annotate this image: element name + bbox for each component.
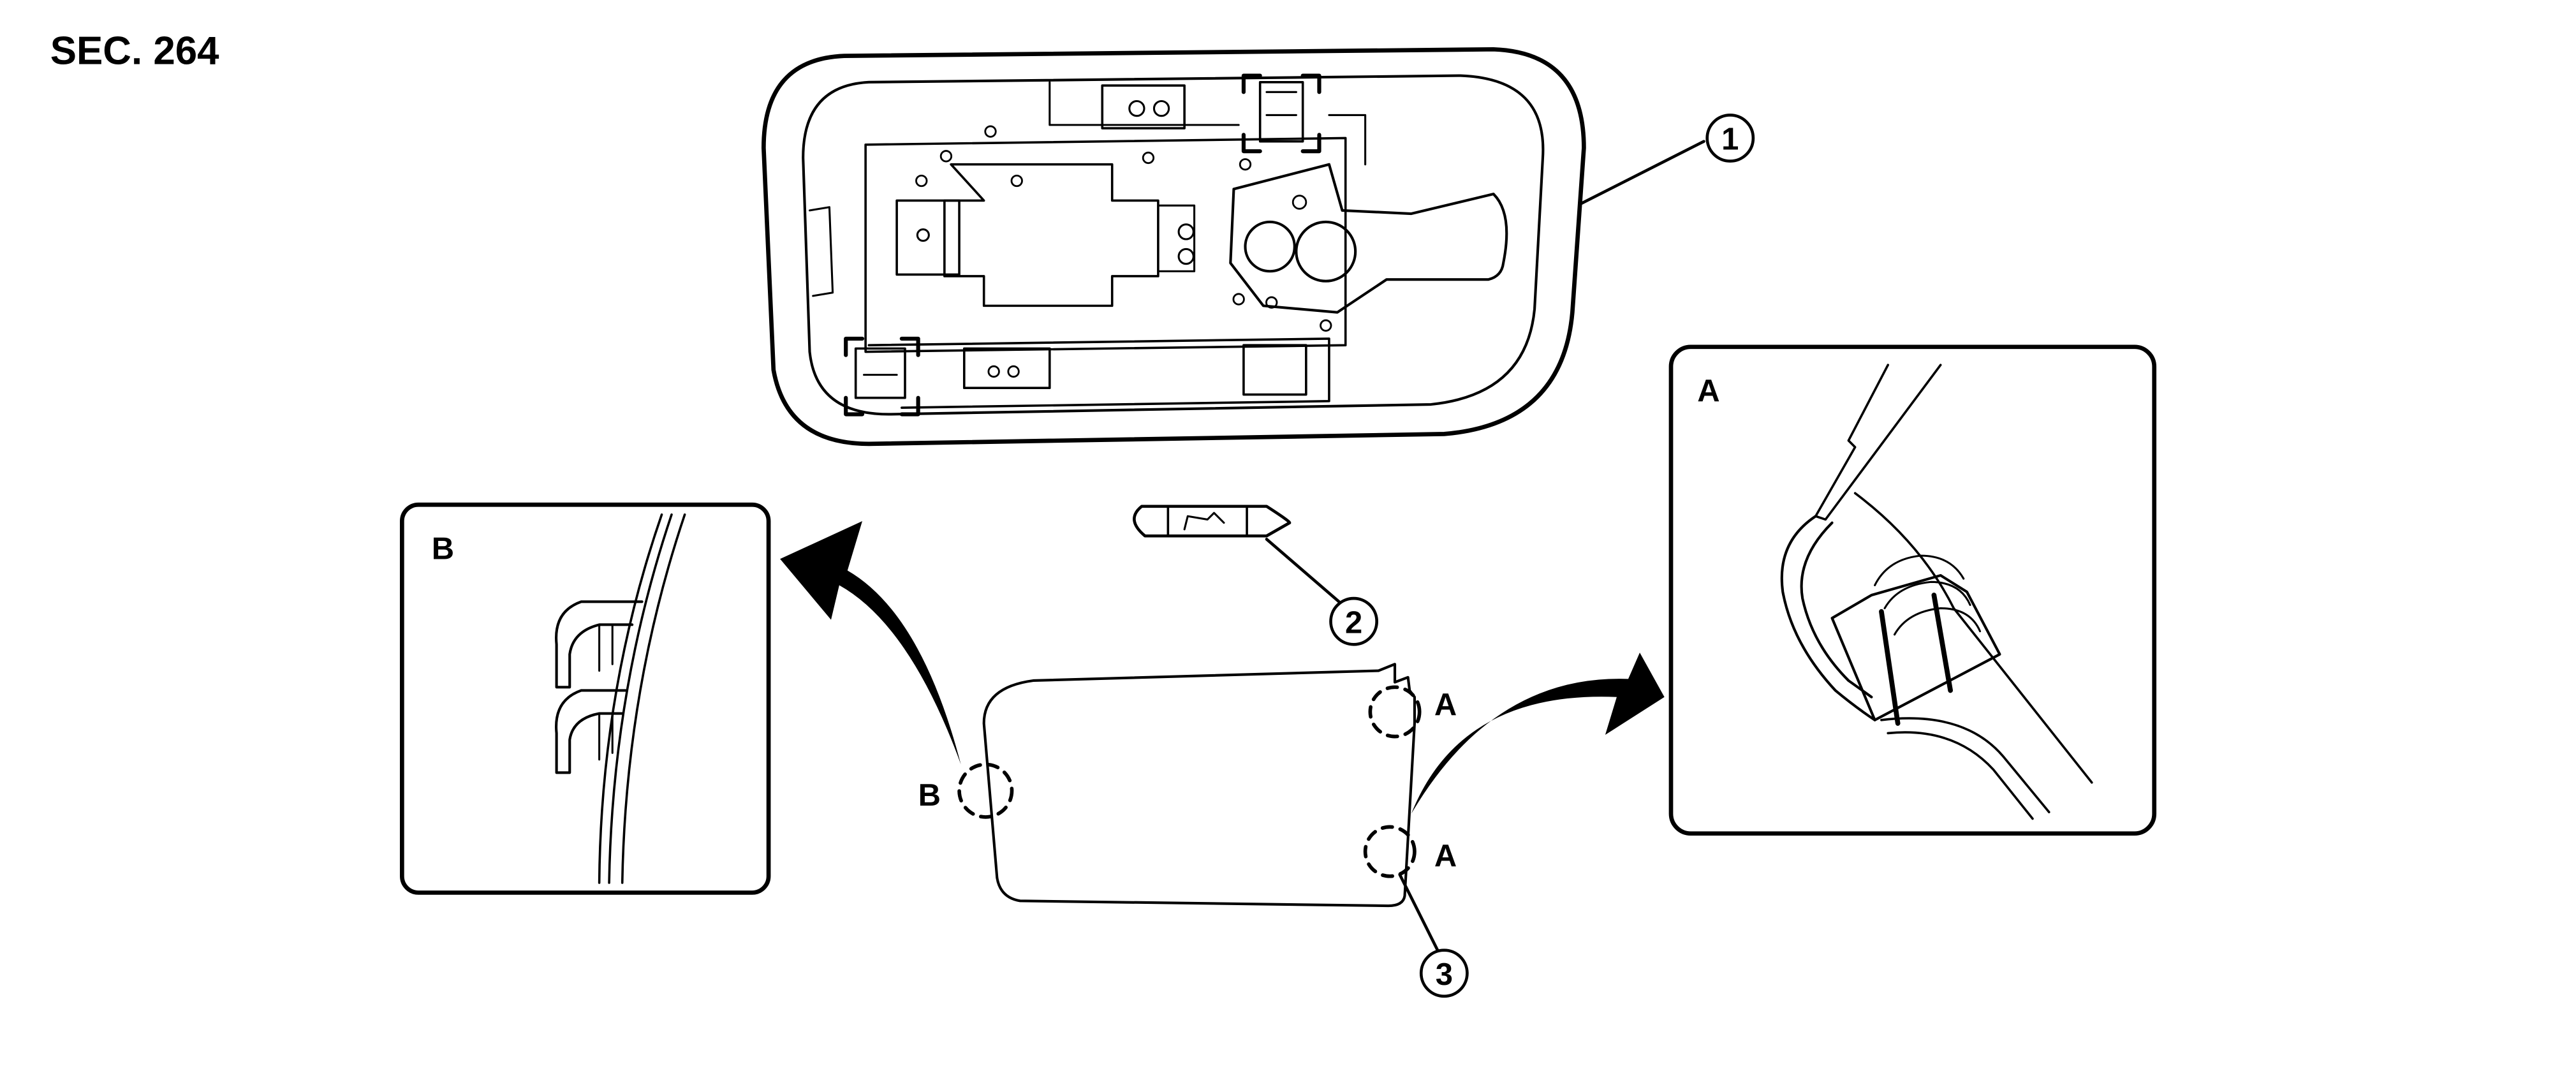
arrow-to-detail-b: [780, 520, 961, 765]
detail-a-box: [1668, 344, 2157, 836]
detail-b-title: B: [432, 531, 454, 566]
callout-1-label: 1: [1721, 122, 1739, 157]
arrow-to-detail-a: [1411, 653, 1665, 814]
callout-2-label: 2: [1345, 605, 1362, 640]
detail-a-title: A: [1697, 374, 1719, 408]
detail-b-marker-label: B: [918, 778, 941, 813]
callout-3-label: 3: [1436, 957, 1453, 992]
detail-a-top-marker-label: A: [1434, 688, 1457, 722]
bulb: [1133, 505, 1292, 538]
callout-3-circle: [1419, 948, 1469, 998]
detail-b-marker-circle: [957, 762, 1014, 819]
lamp-housing: [761, 47, 1586, 447]
detail-b-box: [399, 502, 771, 895]
lens-cover: [982, 663, 1417, 908]
callout-2-leader: [1265, 538, 1341, 603]
callout-1-circle: [1705, 114, 1755, 163]
callout-1-leader: [1579, 140, 1705, 205]
section-label: SEC. 264: [50, 29, 219, 73]
callout-2-circle: [1329, 596, 1378, 646]
detail-a-top-marker-circle: [1368, 685, 1422, 739]
detail-a-bottom-marker-label: A: [1434, 839, 1457, 873]
callout-3-leader: [1398, 873, 1439, 952]
detail-a-bottom-marker-circle: [1363, 825, 1417, 878]
